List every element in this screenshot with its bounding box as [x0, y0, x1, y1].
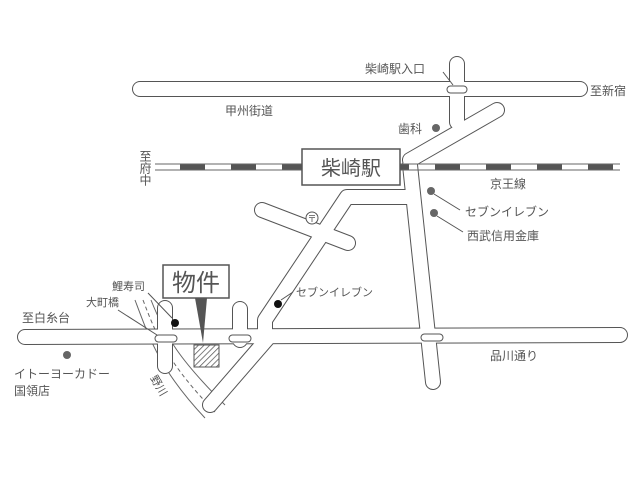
property-pointer [195, 298, 207, 343]
traffic-signal-icon [446, 85, 468, 94]
traffic-signal-icon [420, 333, 444, 342]
property-label-box [162, 264, 230, 299]
koshu-kaido-label: 甲州街道 [225, 104, 273, 118]
shinagawa-dori-label: 品川通り [490, 349, 538, 363]
direction-shiraitodai: 至白糸台 [22, 310, 70, 325]
property-label: 物件 [172, 269, 220, 297]
ito-yokado-branch-label: 国領店 [14, 383, 50, 398]
seven-eleven-2-label: セブンイレブン [296, 285, 373, 299]
seibu-shinkin-label: 西武信用金庫 [467, 228, 539, 243]
seven-eleven-label: セブンイレブン [465, 204, 549, 219]
ito-yokado-label: イトーヨーカドー [14, 367, 110, 381]
post-office-icon [305, 211, 319, 225]
property-location [193, 344, 220, 368]
station-box [301, 148, 401, 186]
direction-fuchu: 至府中 [138, 150, 152, 186]
station-label: 柴崎駅 [321, 156, 381, 180]
traffic-signal-icon [154, 334, 178, 343]
post-office-symbol: 〒 [307, 215, 316, 225]
koi-sushi-marker [171, 319, 179, 327]
traffic-signal-icon [228, 334, 252, 343]
traffic-signal-icons [154, 85, 468, 343]
seven-eleven-marker [427, 187, 435, 195]
river-label: 野川 [147, 373, 169, 399]
seven-eleven-2-marker [274, 300, 282, 308]
seibu-shinkin-marker [430, 209, 438, 217]
dentist-label: 歯科 [398, 122, 422, 136]
omachi-bridge-label: 大町橋 [86, 295, 119, 309]
direction-shinjuku: 至新宿 [590, 83, 626, 98]
keio-line-label: 京王線 [490, 176, 526, 191]
ito-yokado-marker [63, 351, 71, 359]
station-entrance-label: 柴崎駅入口 [365, 62, 425, 76]
dentist-marker [432, 124, 440, 132]
koi-sushi-label: 鯉寿司 [112, 279, 145, 293]
